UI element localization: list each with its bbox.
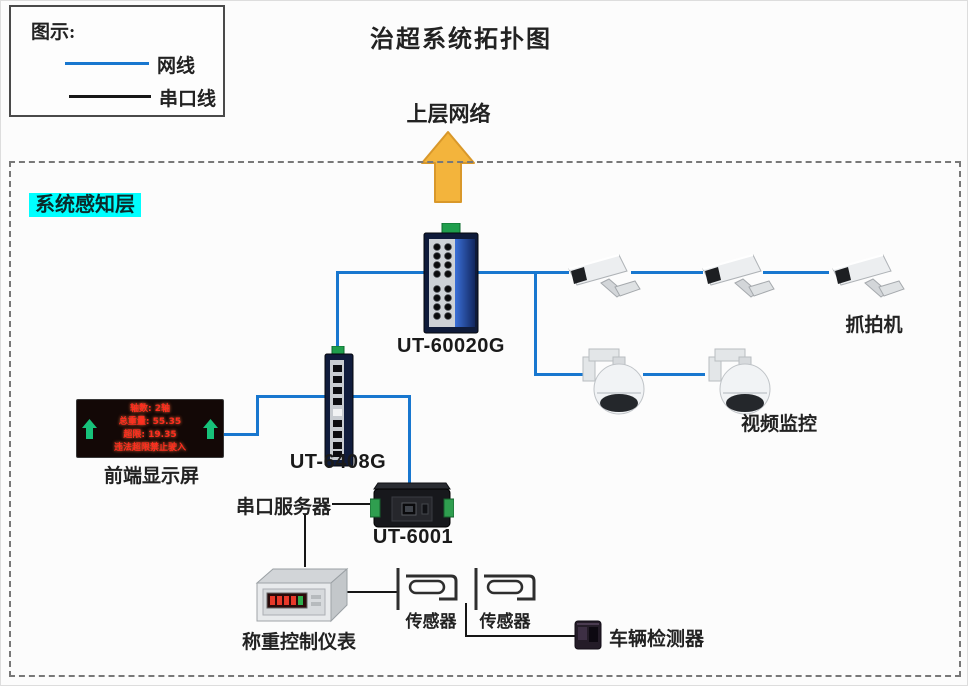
led-line: 轴数: 2轴 <box>130 404 170 415</box>
legend-label-network-cable: 网线 <box>157 56 196 77</box>
perception-layer-box <box>9 161 961 677</box>
wire-net-mainswitch-to-cam1 <box>478 271 569 274</box>
wire-net-cam2-to-cam3 <box>763 271 829 274</box>
bullet-camera-icon <box>832 254 905 298</box>
wire-net-down-to-subswitch <box>336 271 339 349</box>
network-cable-line-sample <box>65 62 149 65</box>
serial-server-model: UT-6001 <box>372 526 454 548</box>
sub-switch-icon <box>324 346 354 467</box>
main-switch-model: UT-60020G <box>397 335 505 357</box>
dome-camera-icon <box>582 348 645 415</box>
green-up-arrow-icon <box>82 418 97 439</box>
wire-net-dome1-to-dome2 <box>643 373 705 376</box>
wire-net-led-stub <box>222 433 259 436</box>
sensor-icon <box>396 568 458 610</box>
wire-serial-meter-to-sensor <box>337 591 398 593</box>
wire-net-mainswitch-left <box>338 271 424 274</box>
led-line: 超限: 19.35 <box>123 429 177 440</box>
wire-net-led-riser <box>256 395 259 436</box>
wire-serial-to-meter <box>304 514 306 567</box>
wire-net-to-dome1 <box>534 373 583 376</box>
up-arrow-icon <box>421 131 475 203</box>
legend-label-serial-cable: 串口线 <box>159 89 217 110</box>
led-line: 违法超限禁止驶入 <box>113 442 186 453</box>
capture-camera-label: 抓拍机 <box>845 315 903 336</box>
bullet-camera-icon <box>702 254 775 298</box>
wire-serial-label-dash <box>332 503 372 505</box>
weighing-meter-label: 称重控制仪表 <box>241 632 356 653</box>
green-up-arrow-icon <box>203 418 218 439</box>
wire-net-branch-down <box>534 272 537 376</box>
main-switch-icon <box>423 223 479 334</box>
legend-box: 图示: 网线 串口线 <box>9 5 225 117</box>
sensor-label: 传感器 <box>405 612 457 631</box>
weighing-meter-icon <box>255 567 349 623</box>
wire-net-down-to-ut6001 <box>408 395 411 483</box>
serial-server-icon <box>370 482 454 528</box>
led-display: 轴数: 2轴 总重量: 55.35 超限: 19.35 违法超限禁止驶入 <box>76 399 224 458</box>
sensor-label: 传感器 <box>479 612 531 631</box>
perception-layer-label: 系统感知层 <box>29 188 141 217</box>
wire-serial-sensor-drop <box>465 603 467 637</box>
legend-heading: 图示: <box>31 22 76 43</box>
wire-net-subswitch-right <box>353 395 411 398</box>
led-line: 总重量: 55.35 <box>118 417 182 428</box>
upper-network-label: 上层网络 <box>406 102 491 126</box>
serial-server-label: 串口服务器 <box>236 497 332 518</box>
vehicle-detector-icon <box>574 620 602 650</box>
vehicle-detector-label: 车辆检测器 <box>609 629 705 650</box>
sub-switch-model: UT-6408G <box>289 451 387 473</box>
page-title: 治超系统拓扑图 <box>370 27 552 53</box>
dome-camera-icon <box>708 348 771 415</box>
bullet-camera-icon <box>568 254 641 298</box>
wire-serial-to-detector <box>465 635 575 637</box>
led-text: 轴数: 2轴 总重量: 55.35 超限: 19.35 违法超限禁止驶入 <box>101 403 199 454</box>
sensor-icon <box>474 568 536 610</box>
dome-camera-label: 视频监控 <box>740 414 817 435</box>
led-display-label: 前端显示屏 <box>103 466 199 487</box>
wire-net-cam1-to-cam2 <box>631 271 703 274</box>
wire-net-led-to-subswitch <box>256 395 325 398</box>
serial-cable-line-sample <box>69 95 151 98</box>
